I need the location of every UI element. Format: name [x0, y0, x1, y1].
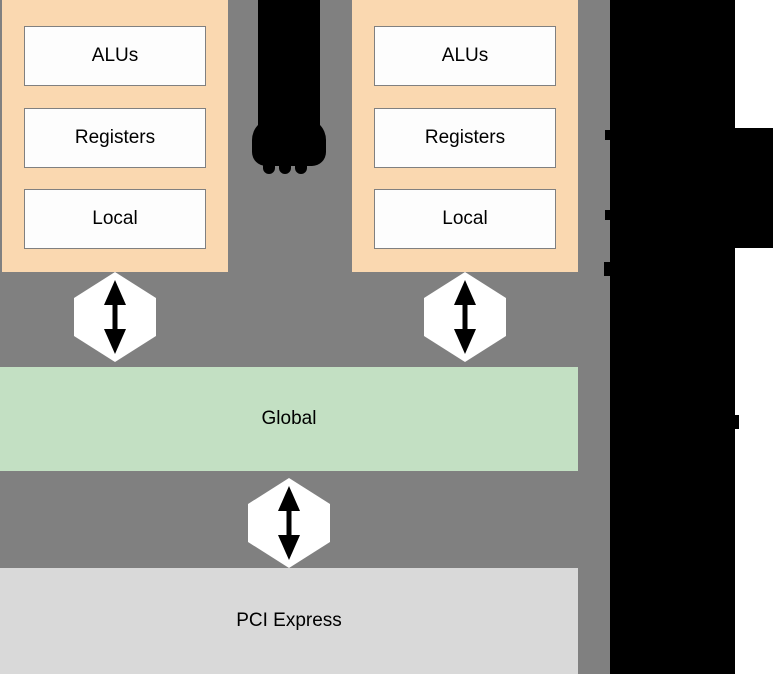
multiprocessor-left-local-box: Local — [24, 189, 206, 249]
connector-global-to-pci — [248, 478, 330, 568]
top-pointer-occluder-tip — [252, 118, 326, 166]
top-pointer-occluder-notch-2 — [279, 160, 291, 174]
double-arrow-icon — [104, 280, 126, 354]
multiprocessor-right-local-box: Local — [374, 189, 556, 249]
connector-left-local-to-global — [74, 272, 156, 362]
top-pointer-occluder-notch-1 — [263, 160, 275, 174]
global-memory-bar: Global — [0, 367, 578, 471]
right-panel-occluder-nub-3 — [604, 262, 610, 276]
right-panel-occluder-extension — [735, 128, 773, 248]
multiprocessor-right-alus-box: ALUs — [374, 26, 556, 86]
multiprocessor-right: ALUs Registers Local — [352, 0, 578, 272]
right-panel-occluder-nub-4 — [735, 415, 739, 429]
multiprocessor-left: ALUs Registers Local — [2, 0, 228, 272]
right-panel-occluder — [610, 0, 735, 674]
multiprocessor-left-alus-box: ALUs — [24, 26, 206, 86]
top-pointer-occluder-notch-3 — [295, 160, 307, 174]
connector-right-local-to-global — [424, 272, 506, 362]
double-arrow-icon — [454, 280, 476, 354]
right-panel-occluder-nub-2 — [605, 210, 610, 220]
multiprocessor-left-registers-box: Registers — [24, 108, 206, 168]
top-pointer-occluder-shaft — [258, 0, 320, 132]
multiprocessor-right-registers-box: Registers — [374, 108, 556, 168]
pci-express-bar: PCI Express — [0, 568, 578, 674]
double-arrow-icon — [278, 486, 300, 560]
right-panel-occluder-nub-1 — [605, 130, 610, 140]
